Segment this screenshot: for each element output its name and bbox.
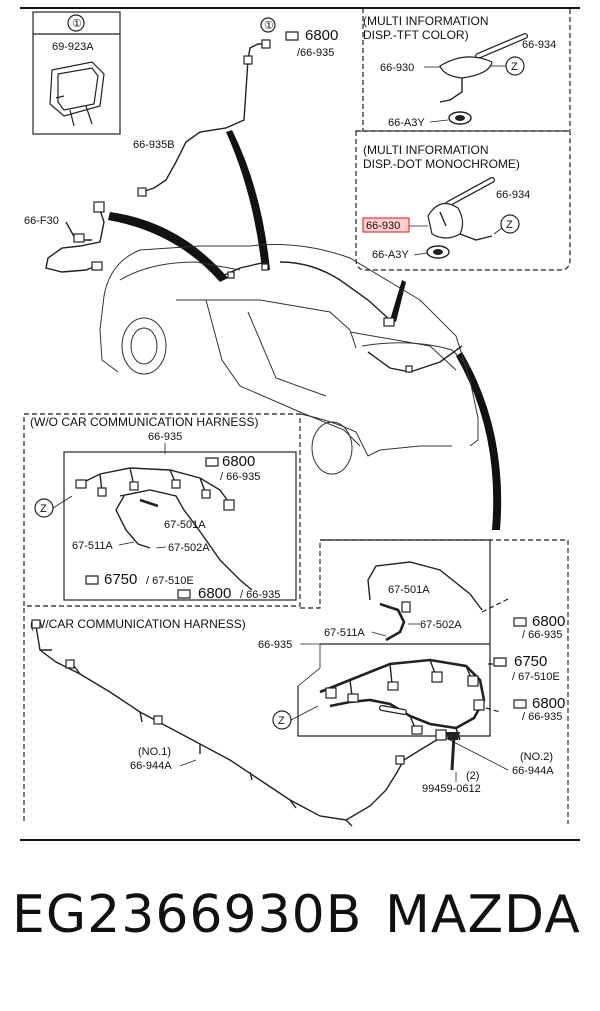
w-ref-6800-a: 6800 [532, 613, 565, 630]
dot-header-line1: (MULTI INFORMATION [363, 143, 489, 157]
ref-6800-top: 6800 [305, 27, 338, 44]
part-label-66-A3Y-b: 66-A3Y [372, 249, 409, 261]
panel-wo-car-communication: (W/O CAR COMMUNICATION HARNESS) 66-935 6… [23, 413, 301, 607]
wo-label-67-501A: 67-501A [164, 519, 206, 531]
wo-label-67-511A: 67-511A [72, 540, 113, 552]
z-marker-dot: Z [506, 219, 513, 231]
part-label-69-923A: 69-923A [52, 41, 94, 53]
label-no2: (NO.2) [520, 751, 553, 763]
part-footer: EG2366930B MAZDA [0, 885, 600, 985]
w-label-67-511A: 67-511A [324, 627, 365, 639]
part-label-66-944A-2: 66-944A [512, 765, 554, 777]
circle-one-label: ① [72, 18, 82, 30]
tft-header-line1: (MULTI INFORMATION [363, 14, 489, 28]
w-ref-6750: 6750 [514, 653, 547, 670]
highlight-66-930 [362, 217, 410, 233]
w-header: (W/CAR COMMUNICATION HARNESS) [30, 617, 246, 631]
label-circle-two: (2) [466, 770, 479, 782]
wo-ref-66-935-bottom: / 66-935 [240, 589, 280, 601]
panel-tft-color: (MULTI INFORMATION DISP.-TFT COLOR) 66-9… [362, 7, 571, 130]
circle-one-top: ① [264, 20, 274, 32]
panel-69-923A: ① 69-923A [32, 11, 121, 135]
part-label-66-934-b: 66-934 [496, 189, 530, 201]
z-marker-tft: Z [511, 61, 518, 73]
brand-name: MAZDA [385, 885, 581, 945]
wo-label-67-502A: 67-502A [168, 542, 210, 554]
w-ref-66-935-b: / 66-935 [522, 711, 562, 723]
car-body [99, 244, 479, 475]
top-harness: ① 6800 /66-935 66-935B [133, 17, 338, 197]
label-no1: (NO.1) [138, 746, 171, 758]
part-label-99459-0612: 99459-0612 [422, 783, 481, 795]
wo-ref-67-510E: / 67-510E [146, 575, 194, 587]
w-label-67-501A: 67-501A [388, 584, 430, 596]
part-number: EG2366930B [12, 885, 363, 945]
z-marker-w: Z [278, 715, 285, 727]
harness-66-F30: 66-F30 [24, 201, 105, 273]
wo-ref-6800-bottom: 6800 [198, 585, 231, 602]
part-label-66-F30: 66-F30 [24, 215, 59, 227]
dot-header-line2: DISP.-DOT MONOCHROME) [363, 157, 520, 171]
part-label-66-930-a: 66-930 [380, 62, 414, 74]
part-label-66-935B: 66-935B [133, 139, 175, 151]
panel-w-car-communication: (W/CAR COMMUNICATION HARNESS) 67-501A 67… [23, 539, 569, 827]
part-label-66-944A-1: 66-944A [130, 760, 172, 772]
callout-arrow-rear [456, 352, 502, 530]
callout-arrow-left [108, 212, 228, 282]
wo-ref-6750: 6750 [104, 571, 137, 588]
w-ref-67-510E: / 67-510E [512, 671, 560, 683]
tft-header-line2: DISP.-TFT COLOR) [363, 28, 469, 42]
w-label-66-935: 66-935 [258, 639, 292, 651]
wo-header: (W/O CAR COMMUNICATION HARNESS) [30, 415, 258, 429]
wo-ref-66-935: / 66-935 [220, 471, 260, 483]
w-ref-6800-b: 6800 [532, 695, 565, 712]
z-marker-wo: Z [40, 503, 47, 515]
callout-arrow-right [390, 280, 406, 322]
panel-dot-monochrome: (MULTI INFORMATION DISP.-DOT MONOCHROME)… [355, 130, 571, 271]
w-ref-66-935-a: / 66-935 [522, 629, 562, 641]
w-label-67-502A: 67-502A [420, 619, 462, 631]
wo-ref-6800: 6800 [222, 453, 255, 470]
ref-66-935-top: /66-935 [297, 47, 334, 59]
part-label-66-A3Y-a: 66-A3Y [388, 117, 425, 129]
wo-label-66-935: 66-935 [148, 431, 182, 443]
callout-arrow-center [226, 130, 270, 270]
part-label-66-934-a: 66-934 [522, 39, 556, 51]
part-label-66-930-b: 66-930 [366, 220, 400, 232]
